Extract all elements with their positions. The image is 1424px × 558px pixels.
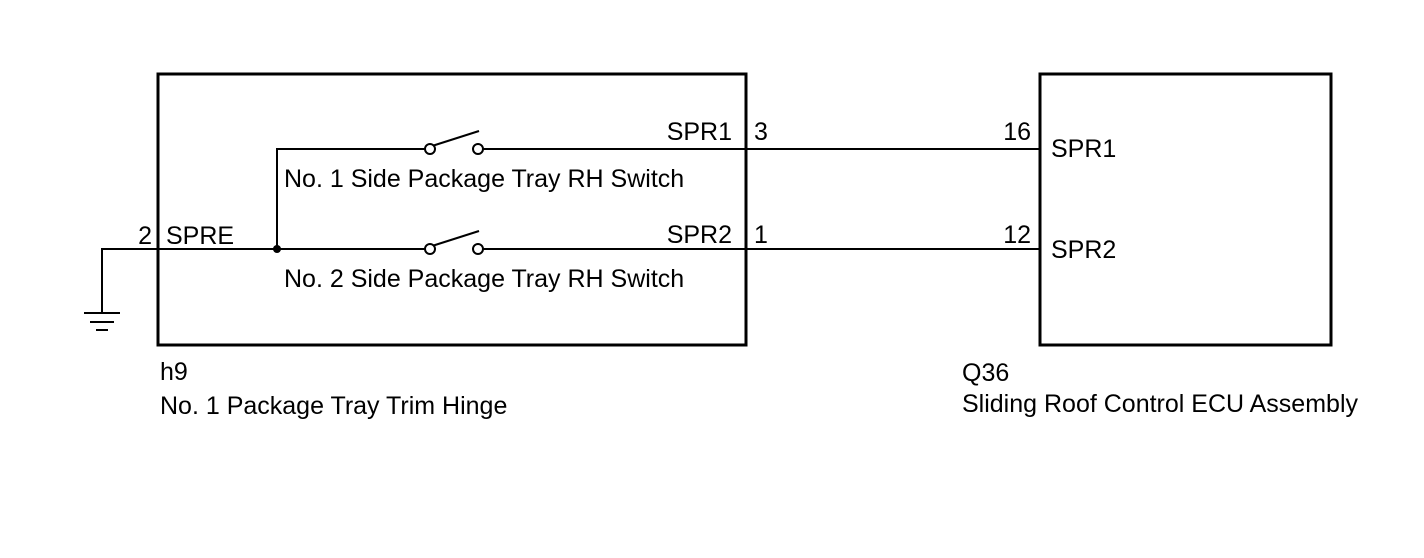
- junction-dot: [273, 245, 281, 253]
- right-connector-code: Q36: [962, 359, 1009, 387]
- right-connector-name: Sliding Roof Control ECU Assembly: [962, 390, 1358, 418]
- switch-2-name: No. 2 Side Package Tray RH Switch: [284, 265, 684, 293]
- left-connector-code: h9: [160, 358, 188, 386]
- switch-1-right-pin: 16: [1003, 118, 1031, 146]
- switch-2-left-pin: 1: [754, 221, 768, 249]
- ground-pin-number: 2: [138, 222, 152, 250]
- ground-icon: [84, 248, 158, 331]
- ground-signal-label: SPRE: [166, 222, 234, 250]
- switch-2-right-pin: 12: [1003, 221, 1031, 249]
- ecu-signal-2-label: SPR2: [1051, 236, 1116, 264]
- switch-2-icon: [424, 230, 484, 255]
- switch-2-signal-label: SPR2: [667, 221, 732, 249]
- switch-1-icon: [424, 130, 484, 155]
- switch-1-name: No. 1 Side Package Tray RH Switch: [284, 165, 684, 193]
- switch-1-left-pin: 3: [754, 118, 768, 146]
- ecu-box: [1038, 72, 1333, 347]
- switch-1-signal-label: SPR1: [667, 118, 732, 146]
- ecu-signal-1-label: SPR1: [1051, 135, 1116, 163]
- trim-hinge-box: [156, 72, 748, 347]
- internal-wire-branch: [276, 148, 430, 249]
- left-connector-name: No. 1 Package Tray Trim Hinge: [160, 392, 507, 420]
